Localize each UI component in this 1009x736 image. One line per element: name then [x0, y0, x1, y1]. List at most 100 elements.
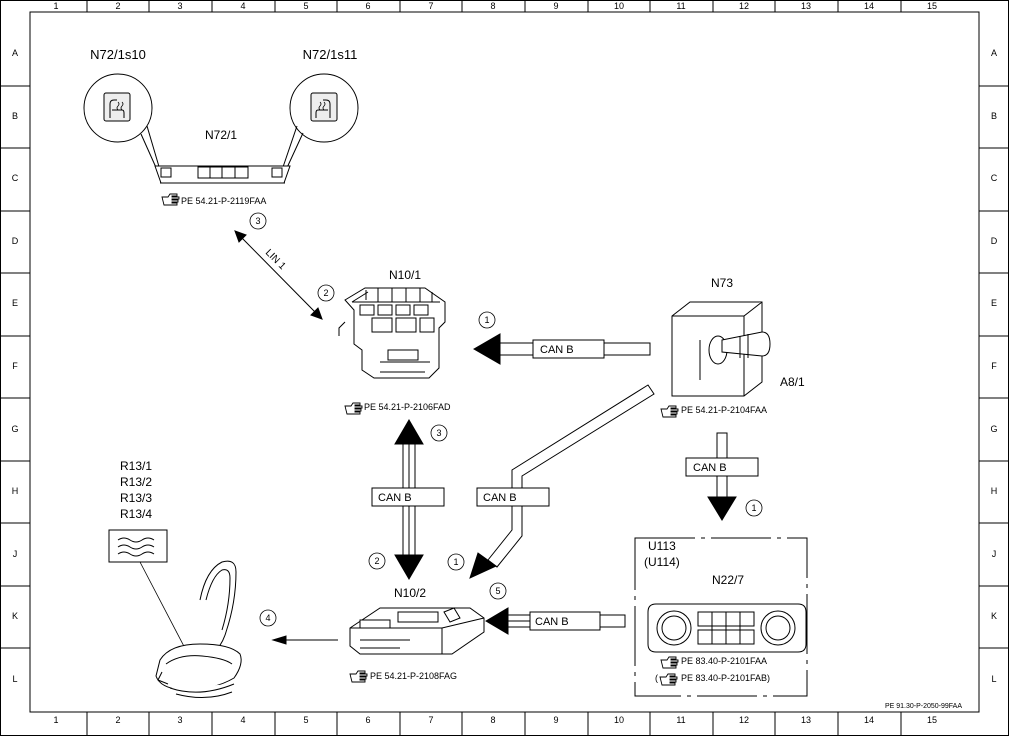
grid-col-label: 13 [801, 715, 811, 725]
grid-row-label: J [992, 549, 997, 559]
grid-col-label: 14 [864, 715, 874, 725]
bus-label-can: CAN B [693, 462, 727, 474]
grid-col-label: 1 [53, 715, 58, 725]
grid-col-label: 9 [553, 715, 558, 725]
bus-label-box [532, 339, 605, 359]
component-label-r13-1: R13/1 [120, 459, 152, 473]
component-label-n72-1: N72/1 [205, 128, 237, 142]
bus-label-box [685, 457, 759, 477]
component-label-n72-1s10: N72/1s10 [90, 47, 146, 62]
reference-n22-7-b[interactable]: PE 83.40-P-2101FAB) [681, 673, 770, 683]
grid-col-label: 10 [614, 715, 624, 725]
grid-row-label: F [991, 361, 997, 371]
grid-row-label: A [12, 48, 18, 58]
component-label-r13-4: R13/4 [120, 507, 152, 521]
n73-ignition-switch [671, 301, 771, 397]
grid-col-label: 8 [490, 1, 495, 11]
overhead-panel-module [154, 165, 291, 184]
grid-col-label: 3 [177, 1, 182, 11]
reference-n73[interactable]: PE 54.21-P-2104FAA [681, 405, 767, 415]
step-number: 1 [751, 503, 756, 513]
drawing-id: PE 91.30-P-2050-99FAA [885, 703, 962, 710]
reference-n10-1[interactable]: PE 54.21-P-2106FAD [364, 402, 451, 412]
step-number: 2 [374, 556, 379, 566]
grid-col-label: 9 [553, 1, 558, 11]
grid-col-label: 10 [614, 1, 624, 11]
n10-1-module [338, 287, 446, 379]
bus-label-can: CAN B [483, 492, 517, 504]
grid-col-label: 14 [864, 1, 874, 11]
grid-col-label: 2 [115, 715, 120, 725]
grid-row-label: H [12, 486, 19, 496]
grid-col-label: 5 [303, 1, 308, 11]
heater-mat-icon [108, 529, 189, 655]
grid-col-label: 3 [177, 715, 182, 725]
grid-row-label: E [12, 298, 18, 308]
grid-row-label: J [13, 549, 18, 559]
grid-row-label: G [990, 424, 997, 434]
grid-row-label: F [12, 361, 18, 371]
component-label-n22-7: N22/7 [712, 573, 744, 587]
grid-row-label: K [991, 611, 997, 621]
grid-col-label: 6 [365, 1, 370, 11]
step-number: 3 [255, 216, 260, 226]
component-label-n72-1s11: N72/1s11 [303, 47, 358, 62]
reference-n10-2[interactable]: PE 54.21-P-2108FAG [370, 671, 457, 681]
bus-label-box [529, 611, 601, 631]
seat-icon [155, 560, 242, 698]
reference-paren-open: ( [655, 673, 658, 683]
inner-frame [29, 11, 980, 713]
component-label-r13-2: R13/2 [120, 475, 152, 489]
grid-row-label: L [12, 674, 17, 684]
lin-bus-arrow [234, 230, 323, 320]
step-number: 1 [484, 315, 489, 325]
grid-row-label: B [12, 111, 18, 121]
grid-col-label: 11 [676, 1, 685, 11]
step-markers [249, 212, 763, 627]
grid-column-labels-top: 1 2 3 4 5 6 7 8 9 10 11 12 13 14 15 [53, 1, 937, 11]
grid-col-label: 15 [927, 1, 937, 11]
grid-row-label: C [991, 173, 998, 183]
grid-row-label: C [12, 173, 19, 183]
grid-col-label: 12 [739, 715, 749, 725]
step-number: 4 [265, 613, 270, 623]
bus-label-box [371, 487, 445, 507]
grid-col-label: 11 [676, 715, 685, 725]
component-label-r13-3: R13/3 [120, 491, 152, 505]
grid-row-label: G [11, 424, 18, 434]
bus-label-can: CAN B [378, 492, 412, 504]
grid-col-label: 6 [365, 715, 370, 725]
grid-row-label: A [991, 48, 997, 58]
grid-col-label: 5 [303, 715, 308, 725]
reference-n72-1[interactable]: PE 54.21-P-2119FAA [181, 196, 266, 206]
grid-column-labels-bottom: 1 2 3 4 5 6 7 8 9 10 11 12 13 14 15 [53, 715, 937, 725]
grid-col-label: 2 [115, 1, 120, 11]
bus-label-box [476, 487, 550, 507]
grid-col-label: 1 [53, 1, 58, 11]
grid-col-label: 7 [428, 715, 433, 725]
grid-col-label: 12 [739, 1, 749, 11]
grid-col-label: 7 [428, 1, 433, 11]
grid-col-label: 4 [240, 715, 245, 725]
n72-1-group [83, 73, 359, 184]
grid-col-label: 4 [240, 1, 245, 11]
step-number: 5 [495, 586, 500, 596]
seat-heater-icon [310, 92, 338, 122]
bus-label-can: CAN B [540, 344, 574, 356]
step-number: 2 [323, 288, 328, 298]
n22-7-climate-panel [647, 603, 807, 653]
n10-2-module [349, 607, 485, 655]
grid-row-label: E [991, 298, 997, 308]
reference-n22-7-a[interactable]: PE 83.40-P-2101FAA [681, 656, 767, 666]
grid-row-label: L [991, 674, 996, 684]
component-label-n73: N73 [711, 276, 733, 290]
grid-col-label: 15 [927, 715, 937, 725]
step-number: 1 [453, 557, 458, 567]
grid-row-label: H [991, 486, 998, 496]
grid-row-labels-right: A B C D E F G H J K L [990, 48, 997, 684]
bus-label-can: CAN B [535, 616, 569, 628]
component-label-a8-1: A8/1 [780, 375, 805, 389]
u113-boundary [634, 537, 808, 697]
